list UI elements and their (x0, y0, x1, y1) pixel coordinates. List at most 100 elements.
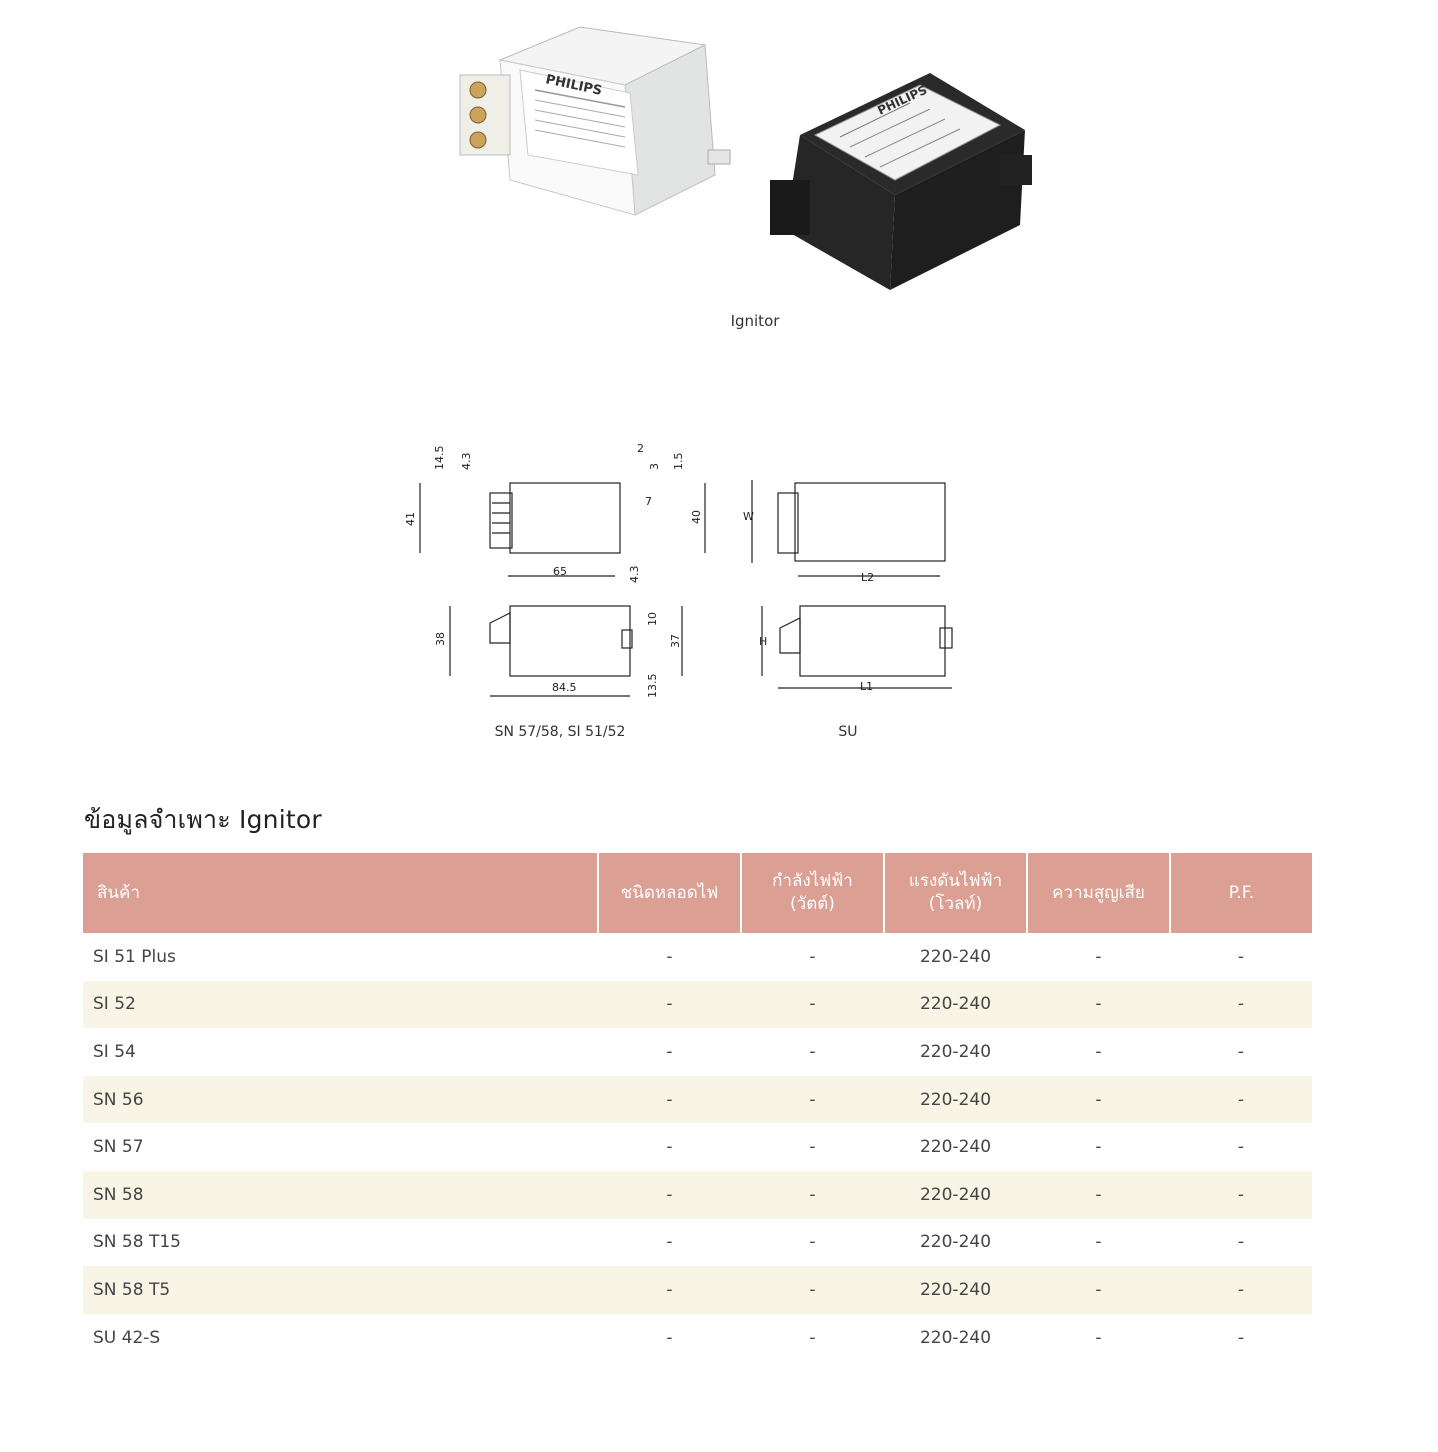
product-photos: PHILIPS PHILIPS (440, 15, 1040, 305)
loss-cell: - (1095, 1232, 1102, 1253)
power-cell: - (809, 1232, 816, 1253)
product-cell: SN 58 T15 (93, 1232, 181, 1253)
pf-cell: - (1237, 1137, 1245, 1158)
pf-cell: - (1237, 1232, 1245, 1253)
dim-40: 40 (690, 510, 703, 524)
lamp-type-cell: - (666, 1041, 673, 1062)
voltage-cell: 220-240 (884, 980, 1027, 1029)
dim-l2: L2 (861, 571, 874, 584)
pf-cell: - (1237, 946, 1245, 967)
power-cell: - (809, 946, 816, 967)
pf-cell: - (1170, 1266, 1312, 1314)
dimension-drawings: 14.5 4.3 2 3 1.5 7 41 40 4.3 65 38 10 37… (400, 438, 980, 718)
dim-4-3-bottom: 4.3 (628, 566, 641, 584)
lamp-type-cell: - (598, 980, 741, 1029)
power-cell: - (741, 980, 884, 1029)
spec-table: สินค้า ชนิดหลอดไฟ กำลังไฟฟ้า (วัตต์) แรง… (83, 853, 1312, 1361)
dim-h: H (759, 635, 767, 648)
loss-cell: - (1027, 1170, 1170, 1219)
dim-2: 2 (637, 442, 644, 455)
product-cell: SI 52 (83, 980, 598, 1029)
white-ignitor-photo: PHILIPS (459, 26, 731, 216)
table-header-row: สินค้า ชนิดหลอดไฟ กำลังไฟฟ้า (วัตต์) แรง… (83, 853, 1312, 933)
power-cell: - (809, 1327, 816, 1348)
dim-37: 37 (669, 634, 682, 648)
loss-cell: - (1095, 1041, 1102, 1062)
voltage-cell: 220-240 (884, 1266, 1027, 1314)
drawing-caption-su: SU (838, 724, 858, 740)
product-cell: SN 56 (83, 1075, 598, 1124)
table-row: SU 42-S - - 220-240 - - (83, 1314, 1312, 1362)
power-cell: - (809, 1137, 816, 1158)
dim-14-5: 14.5 (433, 446, 446, 471)
dim-7: 7 (645, 495, 652, 508)
lamp-type-cell: - (666, 946, 673, 967)
lamp-type-cell: - (598, 1170, 741, 1219)
lamp-type-cell: - (666, 1327, 673, 1348)
photo-caption: Ignitor (730, 312, 780, 330)
table-row: SI 51 Plus - - 220-240 - - (83, 933, 1312, 981)
table-row: SN 58 T15 - - 220-240 - - (83, 1219, 1312, 1267)
loss-cell: - (1027, 980, 1170, 1029)
dim-w: W (743, 510, 754, 523)
table-row: SN 56 - - 220-240 - - (83, 1075, 1312, 1124)
header-power: กำลังไฟฟ้า (วัตต์) (740, 853, 884, 933)
power-cell: - (809, 1041, 816, 1062)
voltage-cell: 220-240 (884, 1075, 1027, 1124)
dim-41: 41 (404, 512, 417, 526)
pf-cell: - (1237, 1327, 1245, 1348)
dim-84-5: 84.5 (552, 681, 577, 694)
voltage-cell: 220-240 (919, 1041, 992, 1062)
header-pf: P.F. (1169, 853, 1312, 933)
drawing-caption-sn-si: SN 57/58, SI 51/52 (494, 724, 626, 740)
product-cell: SI 54 (93, 1041, 136, 1062)
voltage-cell: 220-240 (919, 1232, 992, 1253)
dim-4-3-top: 4.3 (460, 453, 473, 471)
table-row: SI 54 - - 220-240 - - (83, 1028, 1312, 1076)
voltage-cell: 220-240 (919, 1137, 992, 1158)
pf-cell: - (1170, 980, 1312, 1029)
power-cell: - (741, 1075, 884, 1124)
product-cell: SN 57 (93, 1137, 144, 1158)
product-cell: SN 58 T5 (83, 1266, 598, 1314)
pf-cell: - (1170, 1075, 1312, 1124)
dimension-drawing-svg: 14.5 4.3 2 3 1.5 7 41 40 4.3 65 38 10 37… (404, 442, 953, 699)
dim-10: 10 (646, 612, 659, 626)
lamp-type-cell: - (598, 1266, 741, 1314)
ignitor-photos-illustration: PHILIPS PHILIPS (459, 26, 1032, 290)
dim-13-5: 13.5 (646, 674, 659, 699)
dim-1-5: 1.5 (672, 453, 685, 471)
loss-cell: - (1095, 1327, 1102, 1348)
table-row: SI 52 - - 220-240 - - (83, 980, 1312, 1029)
dim-65: 65 (553, 565, 567, 578)
lamp-type-cell: - (666, 1232, 673, 1253)
voltage-cell: 220-240 (919, 1327, 992, 1348)
pf-cell: - (1237, 1041, 1245, 1062)
product-cell: SU 42-S (93, 1327, 161, 1348)
voltage-cell: 220-240 (884, 1170, 1027, 1219)
table-row: SN 58 - - 220-240 - - (83, 1170, 1312, 1219)
header-product: สินค้า (83, 853, 598, 933)
loss-cell: - (1027, 1266, 1170, 1314)
power-cell: - (741, 1266, 884, 1314)
dim-l1: L1 (860, 680, 873, 693)
table-row: SN 57 - - 220-240 - - (83, 1123, 1312, 1171)
pf-cell: - (1170, 1170, 1312, 1219)
lamp-type-cell: - (598, 1075, 741, 1124)
loss-cell: - (1095, 946, 1102, 967)
lamp-type-cell: - (666, 1137, 673, 1158)
header-lamp-type: ชนิดหลอดไฟ (597, 853, 741, 933)
dim-38: 38 (434, 632, 447, 646)
dim-3: 3 (648, 463, 661, 470)
power-cell: - (741, 1170, 884, 1219)
product-cell: SI 51 Plus (93, 946, 176, 967)
product-cell: SN 58 (83, 1170, 598, 1219)
section-title: ข้อมูลจำเพาะ Ignitor (84, 805, 322, 834)
header-voltage: แรงดันไฟฟ้า (โวลท์) (883, 853, 1027, 933)
table-row: SN 58 T5 - - 220-240 - - (83, 1266, 1312, 1314)
loss-cell: - (1027, 1075, 1170, 1124)
header-loss: ความสูญเสีย (1026, 853, 1170, 933)
loss-cell: - (1095, 1137, 1102, 1158)
black-ignitor-photo: PHILIPS (770, 73, 1032, 290)
voltage-cell: 220-240 (919, 946, 992, 967)
